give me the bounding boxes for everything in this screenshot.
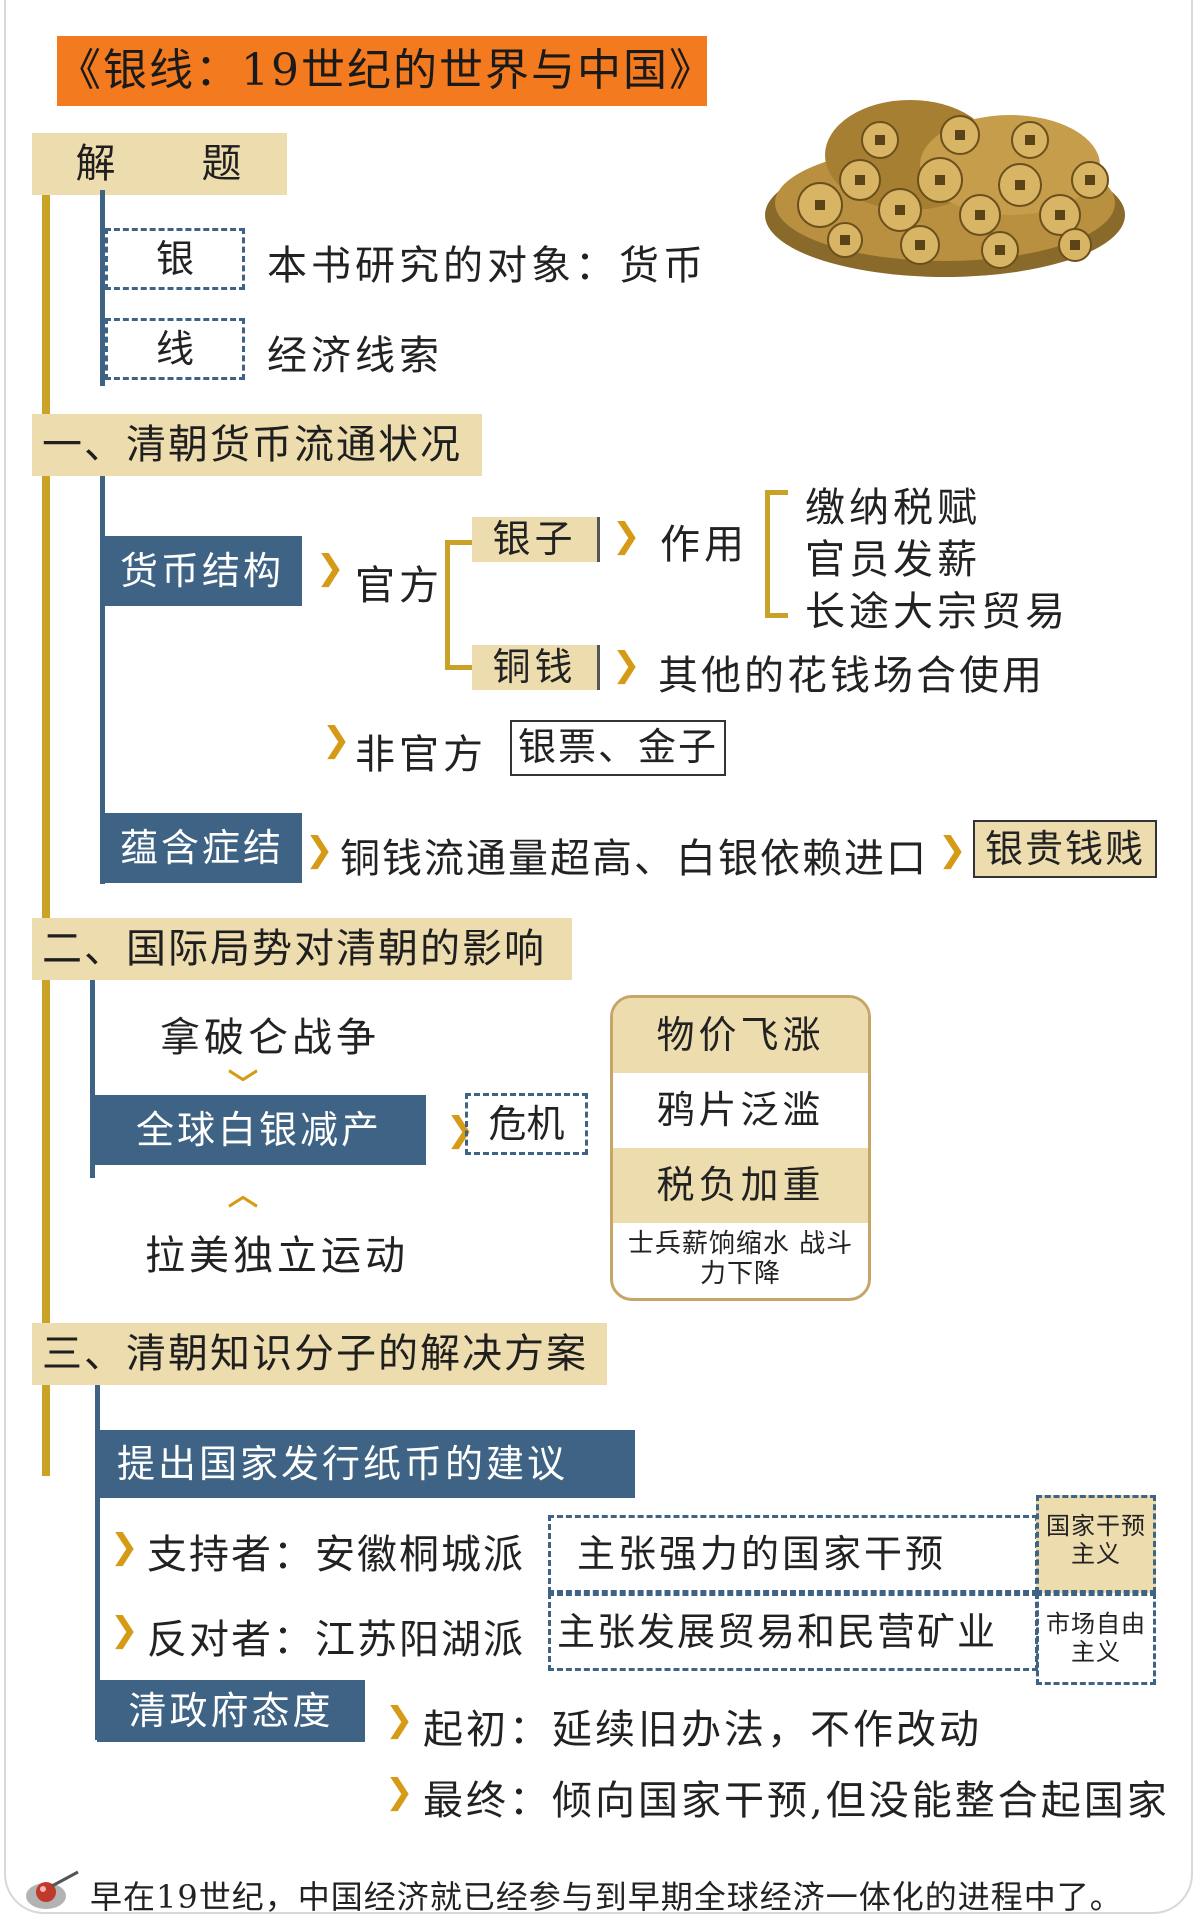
footer-text: 早在19世纪，中国经济就已经参与到早期全球经济一体化的进程中了。	[90, 1878, 1123, 1916]
effect-item: 物价飞涨	[613, 998, 868, 1073]
problem-label: 蕴含症结	[102, 813, 302, 883]
arrow-icon: ❯	[305, 830, 334, 870]
page-title: 《银线：19世纪的世界与中国》	[57, 36, 713, 106]
effect-item: 鸦片泛滥	[656, 1088, 825, 1132]
section3-connector	[95, 1385, 100, 1740]
arrow-icon: ❯	[385, 1772, 414, 1812]
jieti-connector	[100, 190, 105, 386]
unofficial-text: 非官方	[355, 732, 487, 778]
arrow-icon: ❯	[385, 1700, 414, 1740]
effect-item: 士兵薪饷缩水 战斗力下降	[627, 1229, 854, 1289]
arrow-icon: ❯	[110, 1610, 139, 1650]
section2-heading: 二、国际局势对清朝的影响	[32, 918, 572, 980]
supporter-text: 支持者：安徽桐城派	[147, 1532, 525, 1578]
yin-text: 本书研究的对象：货币	[267, 243, 707, 289]
reduction-box: 全球白银减产	[92, 1095, 426, 1165]
section3-heading: 三、清朝知识分子的解决方案	[32, 1323, 607, 1385]
page-frame	[4, 0, 1193, 1914]
structure-label: 货币结构	[102, 536, 302, 606]
crisis-box: 危机	[465, 1093, 588, 1155]
pin-icon	[26, 1870, 79, 1909]
arrow-icon: ❯	[322, 720, 351, 760]
yin-box: 银	[105, 228, 245, 290]
section1-heading: 一、清朝货币流通状况	[32, 414, 482, 476]
gov-label: 清政府态度	[97, 1680, 365, 1742]
chevron-up-icon: ︿	[228, 1178, 258, 1213]
use-item: 官员发薪	[805, 537, 981, 583]
main-timeline	[42, 186, 50, 1476]
opponent-view: 主张发展贸易和民营矿业	[548, 1593, 1038, 1671]
opponent-tag: 市场自由主义	[1036, 1593, 1156, 1685]
arrow-icon: ❯	[612, 645, 641, 685]
proposal-box: 提出国家发行纸币的建议	[97, 1430, 635, 1498]
problem-result: 银贵钱贱	[973, 820, 1157, 878]
usage-text: 作用	[660, 522, 748, 568]
usage-bracket	[765, 490, 788, 618]
supporter-tag: 国家干预主义	[1036, 1495, 1156, 1593]
arrow-icon: ❯	[110, 1527, 139, 1567]
supporter-view: 主张强力的国家干预	[548, 1515, 1038, 1593]
effects-stack: 物价飞涨 鸦片泛滥 税负加重 士兵薪饷缩水 战斗力下降	[610, 995, 871, 1301]
initial-text: 起初：延续旧办法，不作改动	[423, 1707, 982, 1753]
use-item: 缴纳税赋	[805, 485, 981, 531]
arrow-icon: ❯	[316, 548, 345, 588]
section1-connector	[100, 476, 105, 884]
jieti-heading: 解 题	[32, 133, 287, 195]
copper-tag: 铜钱	[472, 645, 600, 690]
arrow-icon: ❯	[446, 1110, 475, 1150]
unofficial-box: 银票、金子	[510, 720, 726, 776]
latam-text: 拉美独立运动	[145, 1233, 409, 1279]
xian-box: 线	[105, 318, 245, 380]
opponent-text: 反对者：江苏阳湖派	[147, 1617, 525, 1663]
copper-text: 其他的花钱场合使用	[658, 653, 1045, 699]
use-item: 长途大宗贸易	[805, 589, 1069, 635]
arrow-icon: ❯	[938, 830, 967, 870]
official-text: 官方	[355, 563, 443, 609]
final-text: 最终：倾向国家干预,但没能整合起国家	[423, 1778, 1170, 1824]
problem-text: 铜钱流通量超高、白银依赖进口	[340, 836, 928, 882]
official-bracket	[445, 540, 475, 670]
section2-connector	[90, 980, 95, 1178]
xian-text: 经济线索	[267, 333, 443, 379]
coins-image	[765, 100, 1125, 277]
effect-item: 税负加重	[613, 1148, 868, 1223]
arrow-icon: ❯	[612, 516, 641, 556]
napoleon-text: 拿破仑战争	[160, 1015, 380, 1061]
silver-tag: 银子	[472, 517, 600, 562]
